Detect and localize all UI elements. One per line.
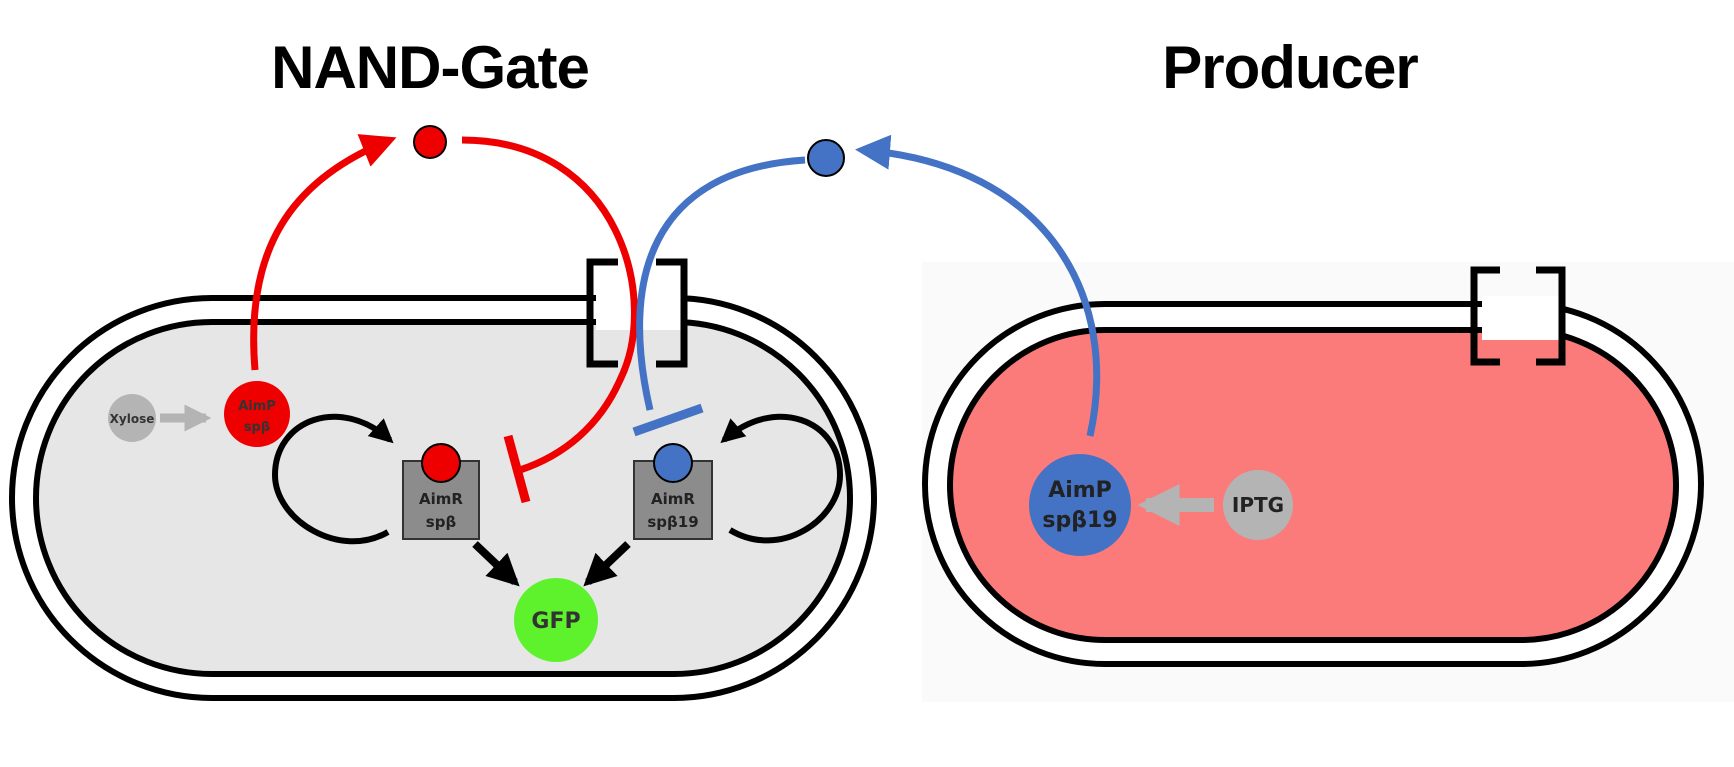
nand-channel-right-bracket: [656, 258, 688, 368]
nand-channel-left-bracket: [586, 258, 618, 368]
red-inhibition-arc: [461, 136, 638, 474]
producer-channel-gap: [1482, 296, 1562, 340]
producer-aimp-label-1: AimP: [1048, 478, 1112, 503]
producer-channel-left-bracket: [1470, 266, 1500, 366]
iptg-label: IPTG: [1232, 493, 1284, 517]
nand-gate-title: NAND-Gate: [271, 34, 590, 101]
producer-channel-right-bracket: [1536, 266, 1566, 366]
xylose-label: Xylose: [110, 412, 155, 426]
blue-peptide: [807, 139, 845, 177]
red-peptide: [413, 125, 447, 159]
right-feedback-loop-arrow: [720, 413, 844, 544]
xylose-inducer: [108, 394, 156, 442]
producer-aimp-node: [1029, 454, 1131, 556]
red-secretion-arrow: [250, 134, 397, 371]
blue-secretion-arrow: [855, 134, 1101, 437]
producer-cell: [922, 262, 1734, 702]
left-activation-arrow: [472, 541, 520, 587]
iptg-inducer: [1223, 470, 1293, 540]
aimr-spb19-label-2: spβ19: [647, 513, 698, 531]
gfp-node: [514, 578, 598, 662]
producer-title: Producer: [1162, 34, 1418, 101]
producer-aimp-label-2: spβ19: [1042, 508, 1117, 533]
aimp-spb-node: [224, 381, 290, 447]
gfp-label: GFP: [531, 609, 580, 634]
red-inhibition-bar: [503, 434, 531, 504]
right-activation-arrow: [583, 541, 631, 587]
aimp-spb-label-2: spβ: [244, 420, 270, 435]
aimr-spb-label-2: spβ: [426, 513, 457, 531]
blue-inhibition-bar: [632, 403, 704, 437]
blue-inhibition-arc: [636, 156, 806, 411]
left-feedback-loop-arrow: [271, 413, 394, 545]
producer-inner-membrane: [947, 327, 1679, 643]
aimr-spb-receptor: [402, 460, 480, 540]
aimr-spb19-bound-peptide: [653, 443, 693, 483]
aimr-spb-bound-peptide: [421, 443, 461, 483]
aimr-spb-label-1: AimR: [419, 490, 463, 508]
aimp-spb-label-1: AimP: [238, 399, 276, 414]
aimr-spb19-label-1: AimR: [651, 490, 695, 508]
